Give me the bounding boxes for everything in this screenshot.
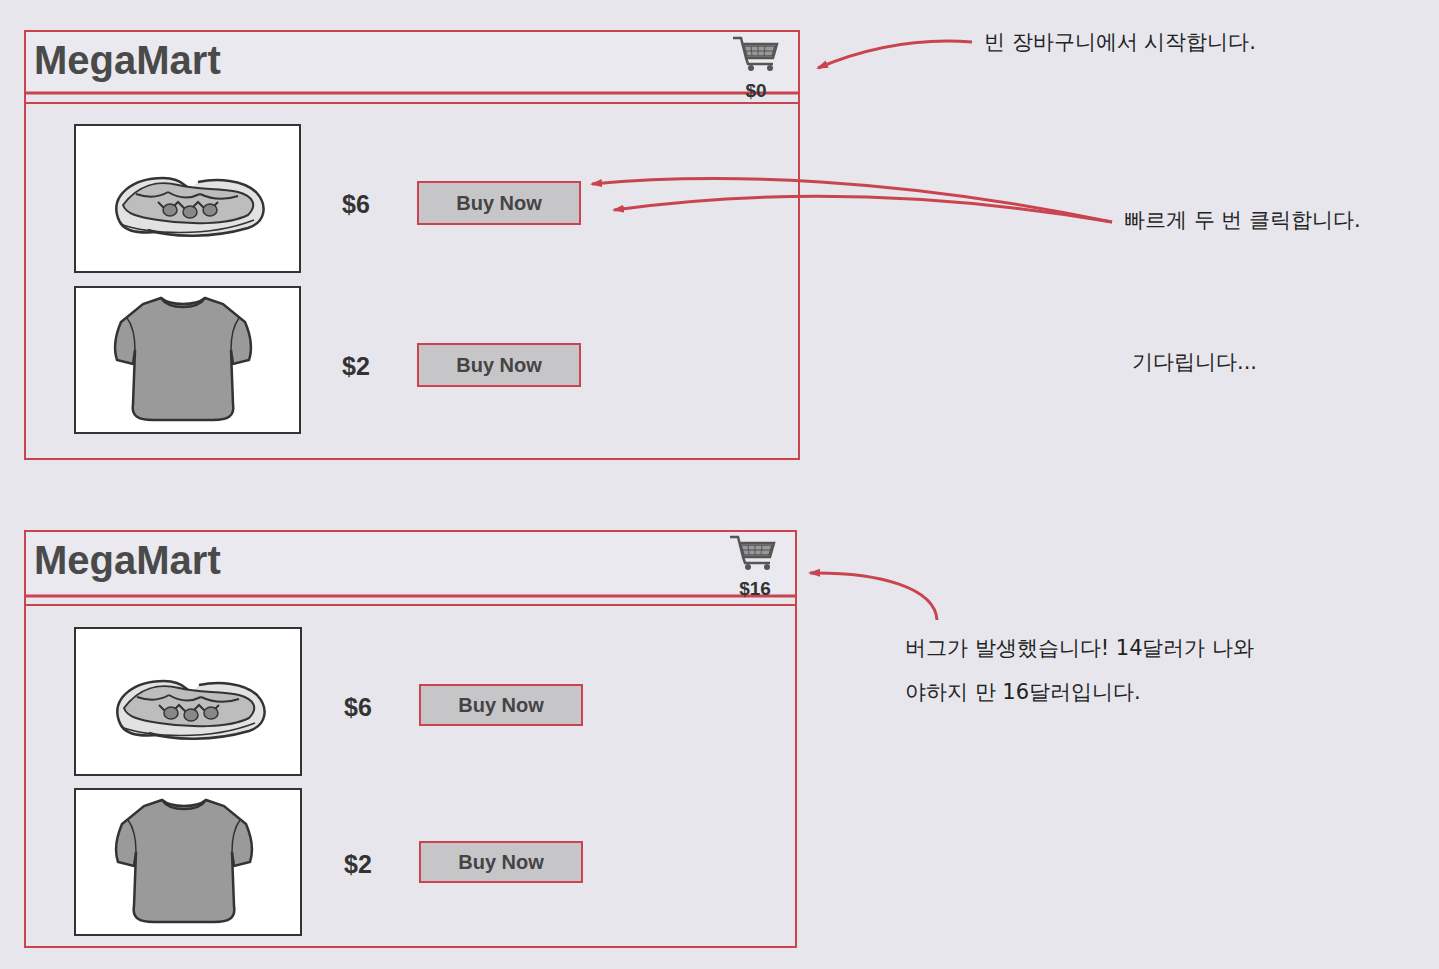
product-image-box [75,628,301,775]
cart-icon [733,38,777,71]
price-tag: $2 [342,352,370,381]
header-band [25,31,799,91]
header-band [25,531,796,593]
button-label: Buy Now [458,694,544,717]
header-divider [24,595,797,598]
body-border [24,102,800,104]
header-divider [24,92,800,95]
buy-button: Buy Now [417,343,581,387]
body-border [24,604,797,606]
sandal-picture [116,178,263,236]
annotation-note: 빈 장바구니에서 시작합니다. [984,29,1256,56]
leader-arrow [810,573,937,620]
leader-arrow [818,41,972,68]
annotation-note: 빠르게 두 번 클릭합니다. [1124,207,1361,234]
tshirt-picture [116,800,252,922]
product-image-box [75,125,300,272]
product-image-box [75,287,300,433]
leader-arrow [614,196,1112,222]
annotation-note: 기다립니다... [1132,349,1257,376]
cart-icon [730,537,774,570]
page-frame: MegaMart$16$6$2Buy NowBuy Now [24,530,797,948]
cart-total: $0 [726,80,786,102]
product-image-box [75,789,301,935]
leader-arrow [592,179,1112,222]
buy-button: Buy Now [417,181,581,225]
annotation-note: 버그가 발생했습니다! 14달러가 나와야하지 만 16달러입니다. [905,626,1275,714]
store-logo: MegaMart [34,538,221,583]
page-frame: MegaMart$0$6$2Buy NowBuy Now [24,30,800,460]
tshirt-picture [115,298,251,420]
store-logo: MegaMart [34,38,221,83]
buy-button: Buy Now [419,684,583,726]
price-tag: $6 [344,693,372,722]
price-tag: $6 [342,190,370,219]
button-label: Buy Now [456,354,542,377]
buy-button: Buy Now [419,841,583,883]
button-label: Buy Now [456,192,542,215]
price-tag: $2 [344,850,372,879]
cart-total: $16 [725,578,785,600]
button-label: Buy Now [458,851,544,874]
sandal-picture [117,681,264,739]
